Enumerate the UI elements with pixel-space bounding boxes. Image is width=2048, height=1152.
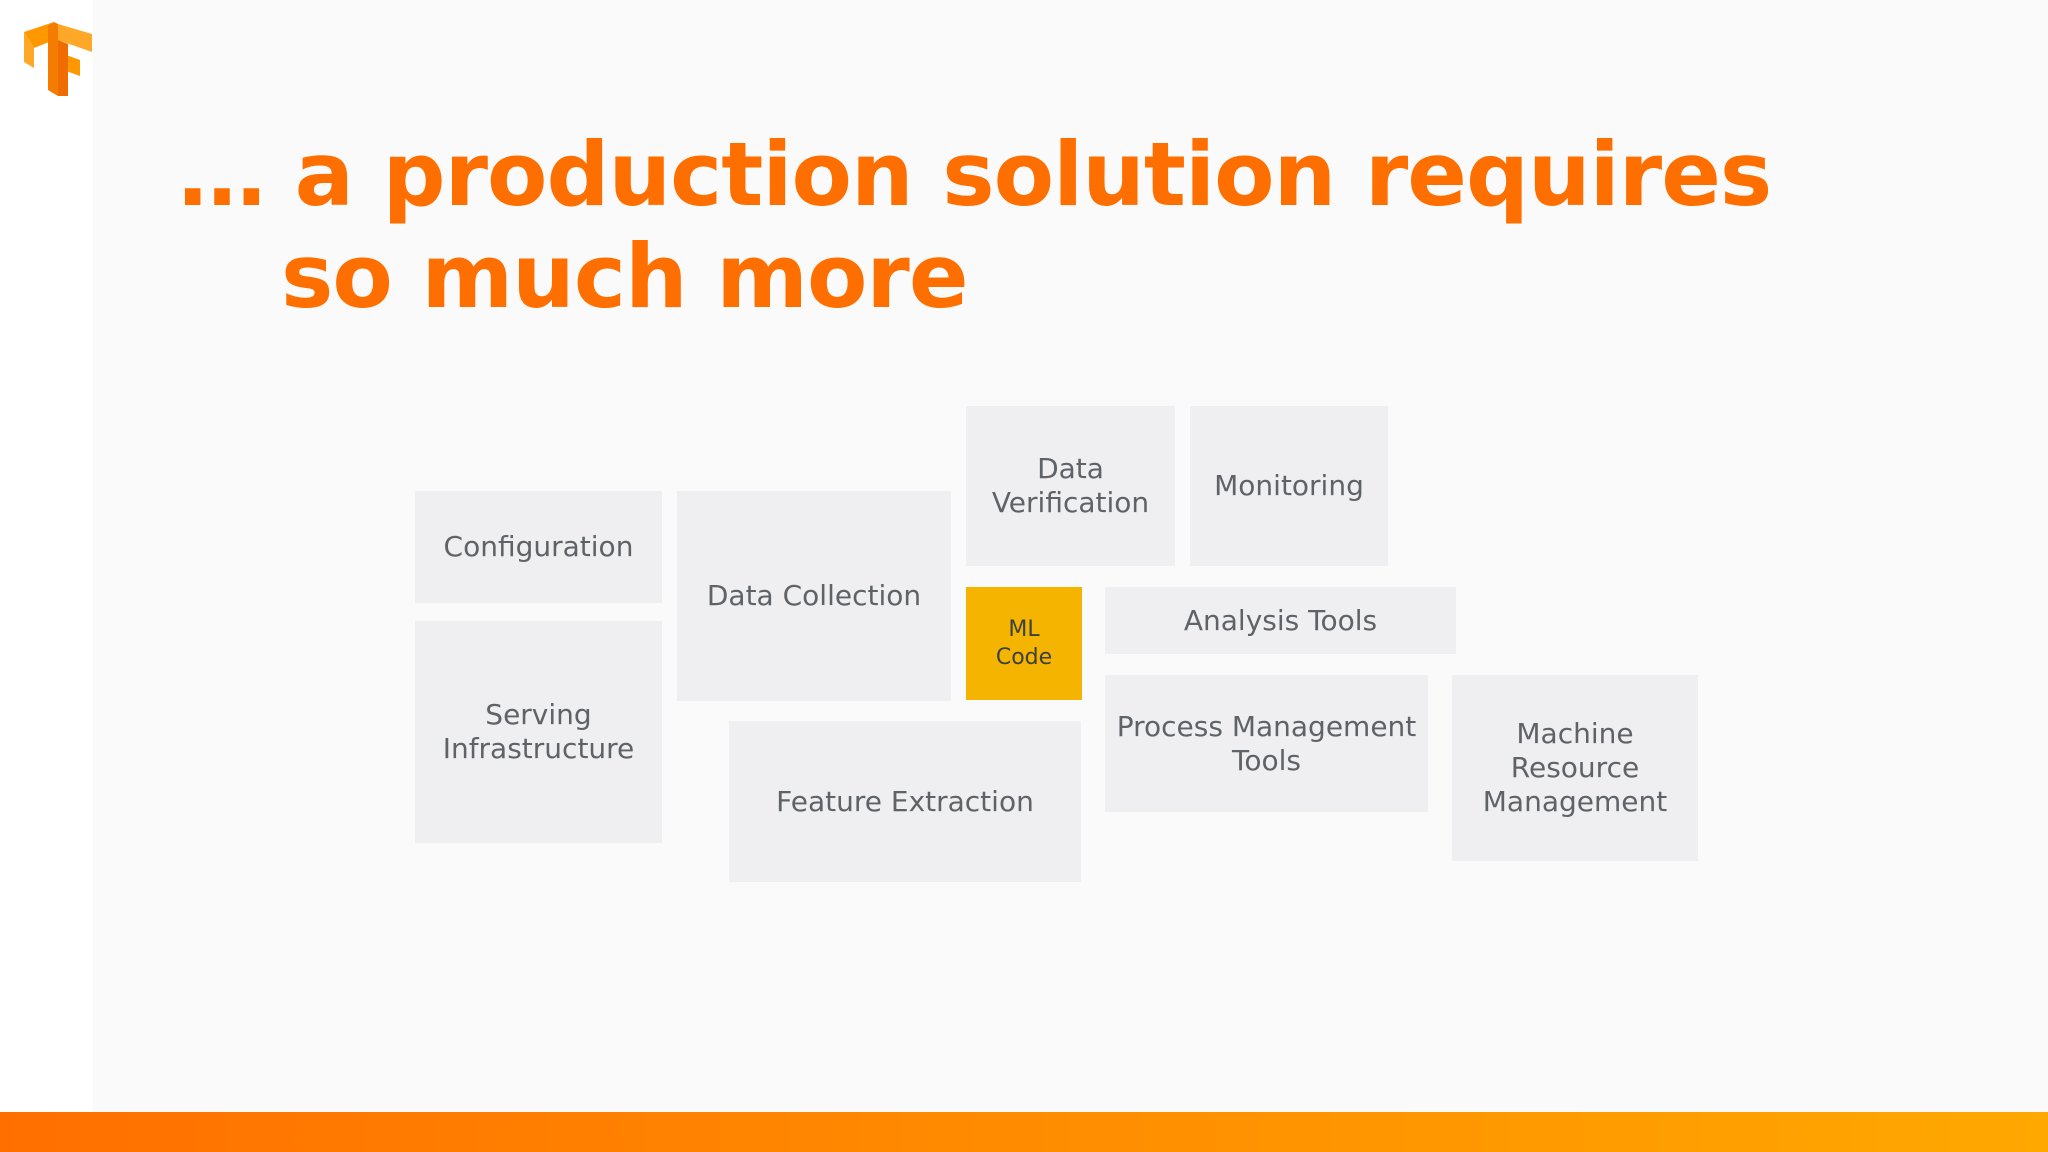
feature-extraction-block: Feature Extraction <box>729 721 1081 882</box>
slide-title-line-2: so much more <box>281 225 969 328</box>
serving-infrastructure-block: Serving Infrastructure <box>415 621 662 843</box>
ml-code-block: ML Code <box>966 587 1082 700</box>
process-management-tools-block: Process Management Tools <box>1105 675 1428 812</box>
configuration-block: Configuration <box>415 491 662 603</box>
bottom-accent-bar <box>0 1112 2048 1152</box>
data-collection-block: Data Collection <box>677 491 951 701</box>
tensorflow-logo-icon <box>24 22 92 96</box>
slide-title-line-1: … a production solution requires <box>178 123 1772 226</box>
data-verification-block: Data Verification <box>966 406 1175 566</box>
slide-title: … a production solution requires so much… <box>178 124 1878 328</box>
monitoring-block: Monitoring <box>1190 406 1388 566</box>
analysis-tools-block: Analysis Tools <box>1105 587 1456 654</box>
machine-resource-management-block: Machine Resource Management <box>1452 675 1698 861</box>
